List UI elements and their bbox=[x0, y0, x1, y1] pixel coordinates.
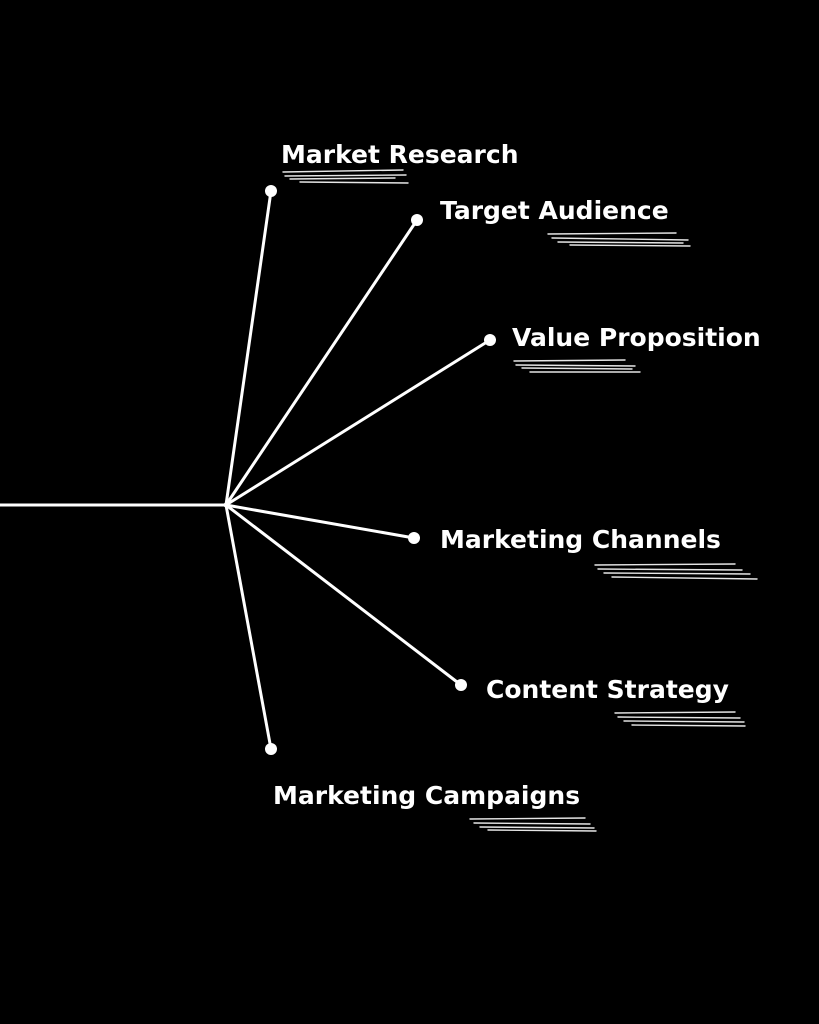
branch-endpoint-dot bbox=[411, 214, 423, 226]
underline-scribble bbox=[594, 563, 758, 580]
hub-point bbox=[223, 502, 229, 508]
underline-scribble bbox=[282, 169, 409, 184]
underline-scribble bbox=[547, 232, 691, 247]
branch-line bbox=[224, 503, 273, 751]
branch-endpoint-dot bbox=[408, 532, 420, 544]
branch-label: Marketing Campaigns bbox=[273, 781, 580, 810]
branch-value-proposition: Value Proposition bbox=[224, 323, 761, 507]
branch-line bbox=[224, 338, 492, 507]
branch-label: Marketing Channels bbox=[440, 525, 721, 554]
branch-market-research: Market Research bbox=[224, 140, 519, 507]
branch-label: Content Strategy bbox=[486, 675, 729, 704]
branch-label: Value Proposition bbox=[512, 323, 761, 352]
branch-content-strategy: Content Strategy bbox=[224, 503, 746, 727]
underline-scribble bbox=[469, 817, 597, 832]
branch-marketing-campaigns: Marketing Campaigns bbox=[224, 503, 597, 832]
branch-target-audience: Target Audience bbox=[224, 196, 691, 507]
branch-marketing-channels: Marketing Channels bbox=[224, 503, 758, 580]
branch-endpoint-dot bbox=[265, 743, 277, 755]
branch-line bbox=[224, 503, 416, 540]
branch-line bbox=[224, 189, 273, 507]
branch-label: Target Audience bbox=[440, 196, 669, 225]
underline-scribble bbox=[513, 359, 641, 373]
branch-endpoint-dot bbox=[484, 334, 496, 346]
branch-line bbox=[224, 503, 463, 687]
branch-line bbox=[224, 218, 419, 507]
underline-scribble bbox=[614, 711, 746, 727]
branch-endpoint-dot bbox=[265, 185, 277, 197]
branch-label: Market Research bbox=[281, 140, 519, 169]
branch-endpoint-dot bbox=[455, 679, 467, 691]
